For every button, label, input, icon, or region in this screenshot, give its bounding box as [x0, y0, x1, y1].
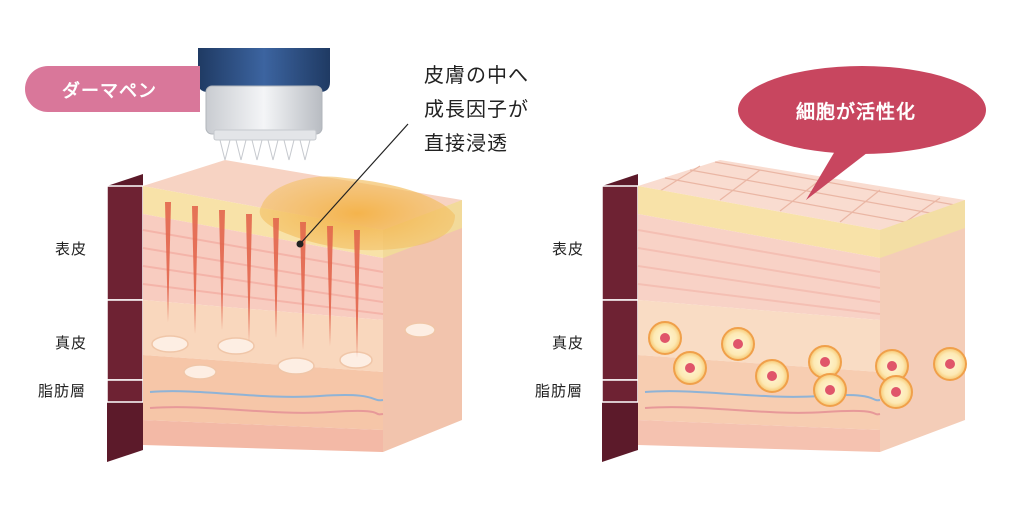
derma-pen-device [198, 48, 330, 160]
tool-label: ダーマペン [62, 77, 157, 103]
right-layer-bar-dermis [602, 300, 638, 380]
activated-cell [934, 348, 966, 380]
derma-pen-body [198, 48, 330, 92]
activated-cell [674, 352, 706, 384]
activated-cell [809, 346, 841, 378]
left-layer-bar-dermis [107, 300, 143, 380]
callout-line-2: 成長因子が [424, 92, 529, 126]
left-label-dermis: 真皮 [55, 332, 87, 353]
left-layer-bar-fat [107, 380, 143, 402]
callout-line-3: 直接浸透 [424, 126, 508, 160]
right-layer-bar-fat [602, 380, 638, 402]
activated-cell [756, 360, 788, 392]
right-label-epidermis: 表皮 [552, 238, 584, 259]
right-label-dermis: 真皮 [552, 332, 584, 353]
left-label-epidermis: 表皮 [55, 238, 87, 259]
activated-cell [722, 328, 754, 360]
activated-cell [649, 322, 681, 354]
right-skin-block [602, 160, 965, 462]
left-layer-bar-epidermis [107, 186, 143, 300]
derma-pen-tips [214, 130, 316, 160]
bubble-label: 細胞が活性化 [796, 97, 916, 124]
left-label-fat: 脂肪層 [38, 380, 86, 401]
right-label-fat: 脂肪層 [535, 380, 583, 401]
activated-cell [814, 374, 846, 406]
right-layer-bar-epidermis [602, 186, 638, 300]
callout-line-1: 皮膚の中へ [424, 58, 529, 92]
callout-pointer-dot [297, 241, 304, 248]
activated-cell [880, 376, 912, 408]
derma-pen-cap [206, 86, 322, 134]
left-skin-block [107, 160, 462, 462]
